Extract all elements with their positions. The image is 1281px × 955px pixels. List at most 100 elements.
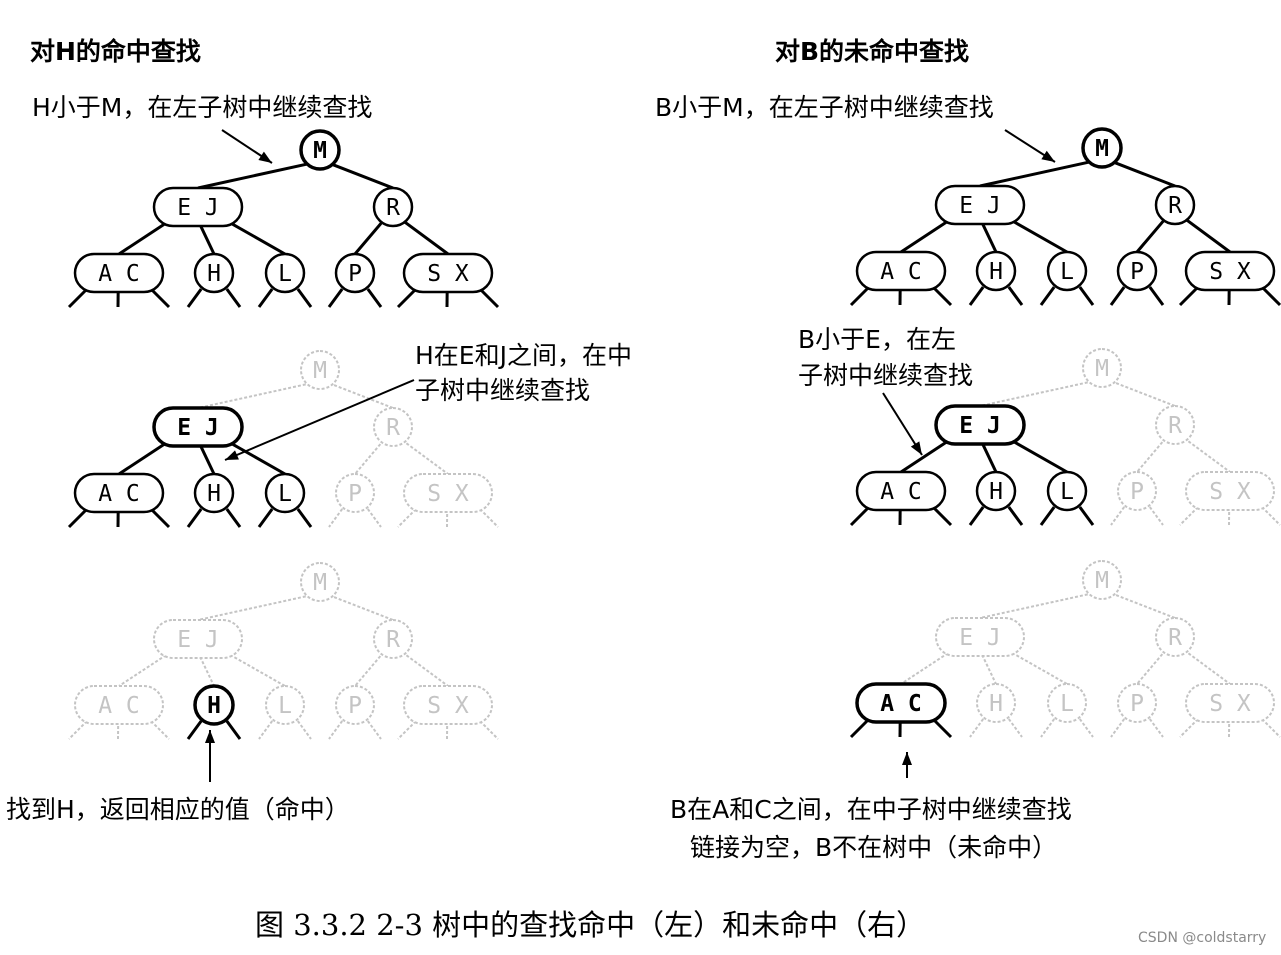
null-link-H — [186, 508, 203, 528]
node-R — [373, 619, 413, 659]
null-link-SX — [1261, 506, 1281, 526]
tree-link-EJ-L — [224, 218, 286, 256]
null-link-SX — [1178, 285, 1200, 307]
node-M — [300, 350, 340, 390]
tree-link-R-P — [1136, 649, 1167, 685]
arrow-right-step3 — [902, 752, 912, 778]
node-label-R: R — [386, 415, 400, 441]
null-link-L — [257, 288, 274, 308]
node-label-P: P — [348, 481, 362, 507]
node-EJ — [935, 617, 1025, 657]
tree-link-M-R — [1111, 380, 1176, 407]
node-H — [193, 472, 235, 514]
node-label-L: L — [278, 261, 292, 287]
node-label-P: P — [348, 261, 362, 287]
left-step2-note-line1: H在E和J之间，在中 — [415, 341, 632, 370]
node-M — [1082, 348, 1122, 388]
node-label-H: H — [989, 691, 1003, 717]
node-label-R: R — [1168, 625, 1182, 651]
null-link-SX — [1260, 285, 1281, 307]
node-P — [1117, 471, 1157, 511]
null-link-P — [366, 288, 383, 308]
null-link-P — [1109, 286, 1126, 306]
null-link-P — [366, 508, 382, 528]
null-link-P — [1148, 506, 1164, 526]
tree-link-M-EJ — [979, 592, 1093, 619]
node-label-M: M — [1095, 136, 1109, 162]
node-label-AC: A C — [880, 259, 922, 285]
tree-link-EJ-AC — [900, 437, 954, 474]
null-link-L — [1078, 506, 1095, 526]
node-M — [300, 562, 340, 602]
node-M — [299, 129, 341, 171]
node-label-AC: A C — [98, 693, 140, 719]
node-P — [334, 252, 376, 294]
tree-link-R-SX — [401, 651, 449, 687]
null-link-AC — [150, 720, 170, 740]
null-link-L — [296, 288, 313, 308]
arrow-left-step2 — [224, 379, 415, 461]
null-link-AC — [931, 717, 953, 739]
node-label-P: P — [348, 693, 362, 719]
node-label-R: R — [386, 627, 400, 653]
node-L — [264, 472, 306, 514]
null-link-P — [1110, 718, 1126, 738]
node-AC — [73, 252, 165, 294]
tree-link-R-P — [354, 651, 385, 687]
node-label-EJ: E J — [177, 627, 219, 653]
null-link-SX — [397, 508, 417, 528]
null-link-AC — [931, 505, 953, 527]
right-step2-note-line2: 子树中继续查找 — [798, 361, 974, 390]
tree-link-EJ-L — [1006, 216, 1068, 254]
tree-link-M-R — [329, 382, 394, 409]
null-link-L — [1078, 718, 1094, 738]
node-label-R: R — [386, 195, 400, 221]
tree-link-R-SX — [1183, 217, 1231, 254]
node-L — [1046, 470, 1088, 512]
figure-caption: 图 3.3.2 2-3 树中的查找命中（左）和未命中（右） — [255, 908, 926, 942]
node-label-SX: S X — [427, 261, 469, 287]
null-link-H — [968, 506, 985, 526]
left-step1-note: H小于M，在左子树中继续查找 — [32, 93, 373, 122]
tree-link-EJ-AC — [118, 439, 172, 476]
null-link-L — [1039, 286, 1056, 306]
node-label-R: R — [1168, 193, 1182, 219]
null-link-AC — [67, 507, 89, 529]
null-link-L — [1039, 506, 1056, 526]
node-H — [976, 683, 1016, 723]
node-R — [373, 407, 413, 447]
node-label-SX: S X — [1209, 691, 1251, 717]
node-label-SX: S X — [427, 481, 469, 507]
node-R — [1155, 405, 1195, 445]
node-label-L: L — [278, 693, 292, 719]
node-EJ — [152, 406, 244, 448]
null-link-H — [1007, 718, 1023, 738]
null-link-P — [328, 720, 344, 740]
node-SX — [1185, 471, 1275, 511]
node-label-L: L — [278, 481, 292, 507]
node-label-M: M — [1095, 356, 1109, 382]
tree-link-EJ-AC — [900, 649, 953, 685]
tree-link-EJ-L — [224, 438, 286, 476]
node-label-AC: A C — [98, 481, 140, 507]
tree-link-R-SX — [401, 439, 449, 475]
null-link-AC — [931, 285, 953, 307]
node-label-M: M — [313, 570, 327, 596]
watermark: CSDN @coldstarry — [1138, 930, 1267, 946]
null-link-SX — [1179, 718, 1199, 738]
node-label-M: M — [313, 138, 327, 164]
arrow-left-step1 — [221, 129, 273, 164]
node-AC — [855, 682, 947, 724]
tree-link-EJ-AC — [118, 651, 171, 687]
null-link-SX — [1179, 506, 1199, 526]
node-AC — [74, 685, 164, 725]
node-SX — [1185, 683, 1275, 723]
null-link-AC — [68, 720, 88, 740]
tree-link-M-EJ — [197, 382, 311, 409]
null-link-SX — [1261, 718, 1281, 738]
tree-link-R-SX — [1183, 437, 1231, 473]
